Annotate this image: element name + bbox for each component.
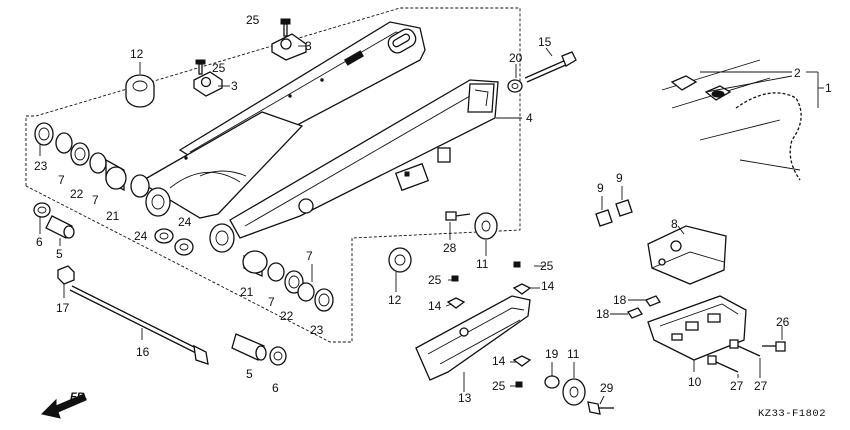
callout-22-left: 22	[70, 187, 84, 201]
callout-11-top: 11	[476, 257, 489, 271]
callout-7-left-b: 7	[92, 193, 99, 207]
callout-28: 28	[443, 241, 457, 255]
callout-27-a: 27	[730, 379, 744, 393]
callout-13: 13	[458, 391, 472, 405]
callout-21-left: 21	[106, 209, 120, 223]
callout-10: 10	[688, 375, 702, 389]
diagram-code: KZ33-F1802	[758, 408, 826, 420]
callout-17: 17	[56, 301, 70, 315]
callout-9-b: 9	[616, 171, 623, 185]
callout-21-right: 21	[240, 285, 254, 299]
right-pivot-parts	[242, 250, 334, 312]
callout-11-bottom: 11	[567, 347, 580, 361]
callout-9-a: 9	[597, 181, 604, 195]
callout-25-bottom: 25	[492, 379, 506, 393]
callout-5-left: 5	[56, 247, 63, 261]
callout-3-top: 3	[305, 39, 312, 53]
bolt-15-and-nut-20	[507, 51, 577, 93]
callout-7-left-a: 7	[58, 173, 65, 187]
swingarm-body	[130, 21, 499, 253]
callout-24-a: 24	[134, 229, 148, 243]
callout-22-right: 22	[280, 309, 294, 323]
leader-lines	[39, 45, 824, 405]
callout-19: 19	[545, 347, 559, 361]
chain-slider-parts	[388, 211, 614, 415]
callout-23-right: 23	[310, 323, 324, 337]
callout-4: 4	[526, 111, 533, 125]
callout-5-bottom: 5	[246, 367, 253, 381]
callout-14-c: 14	[492, 354, 506, 368]
callout-15: 15	[538, 35, 552, 49]
lower-sleeve-parts	[231, 333, 287, 366]
callout-25-mid: 25	[212, 61, 226, 75]
callout-6-bottom: 6	[272, 381, 279, 395]
callout-14-a: 14	[428, 299, 442, 313]
front-direction-arrow: FR.	[41, 391, 88, 419]
callout-1: 1	[825, 81, 832, 95]
callout-7-right-a: 7	[268, 295, 275, 309]
callout-16: 16	[136, 345, 150, 359]
chain-guide-parts	[595, 199, 786, 373]
left-pivot-parts	[33, 122, 209, 365]
direction-label: FR.	[70, 391, 88, 403]
callout-12-mid: 12	[388, 293, 402, 307]
upper-clamp-parts	[125, 18, 307, 108]
callout-26: 26	[776, 315, 790, 329]
callout-24-b: 24	[178, 215, 192, 229]
callout-labels: 25 3 12 25 3 20 15 2 1 4 23 7 22 7 21 6 …	[34, 13, 832, 405]
callout-7-right-b: 7	[306, 249, 313, 263]
callout-20: 20	[509, 51, 523, 65]
callout-23-left: 23	[34, 159, 48, 173]
callout-14-b: 14	[541, 279, 555, 293]
callout-18-a: 18	[613, 293, 627, 307]
callout-25-right-b: 25	[540, 259, 554, 273]
callout-2: 2	[794, 66, 801, 80]
callout-8: 8	[671, 217, 678, 231]
callout-6-left: 6	[36, 235, 43, 249]
callout-25-top: 25	[246, 13, 260, 27]
callout-3-mid: 3	[231, 79, 238, 93]
assembly-boundary	[25, 7, 521, 343]
callout-29: 29	[600, 381, 614, 395]
callout-27-b: 27	[754, 379, 768, 393]
callout-18-b: 18	[596, 307, 610, 321]
callout-12-top: 12	[130, 47, 144, 61]
callout-25-right-a: 25	[428, 273, 442, 287]
